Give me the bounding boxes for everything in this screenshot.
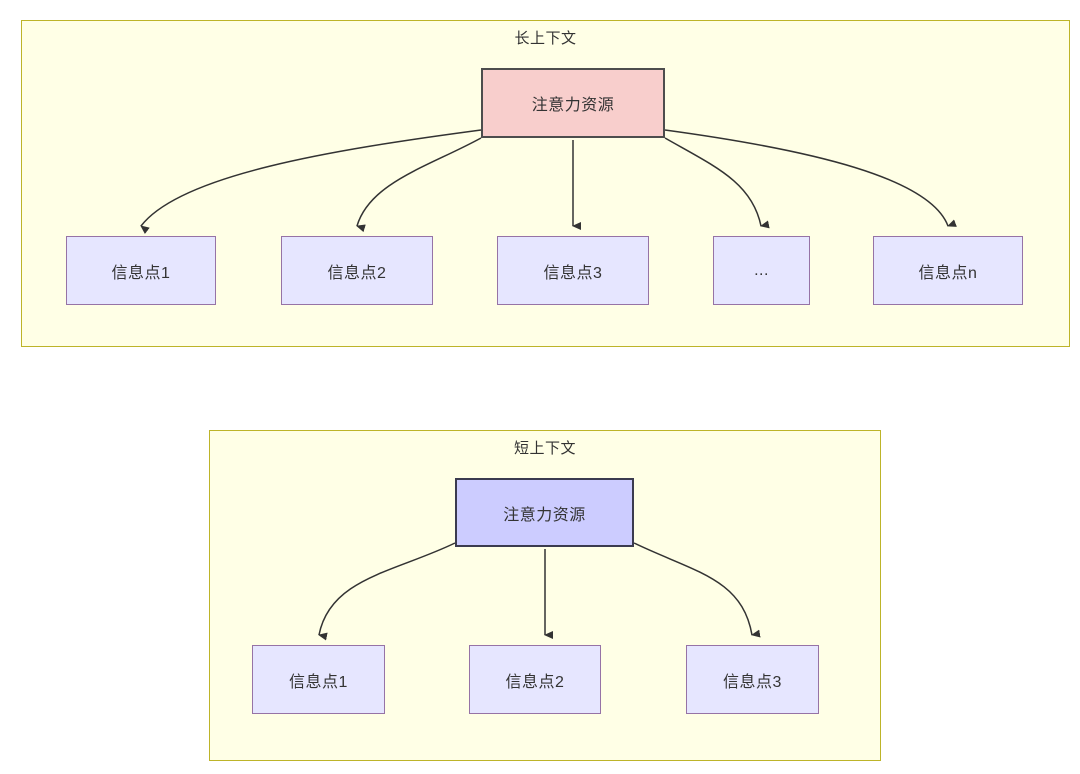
group-long-context-title: 长上下文 [514, 30, 577, 47]
node-attention-resource-short[interactable]: 注意力资源 [455, 478, 634, 547]
node-info-point-1[interactable]: 信息点1 [66, 236, 216, 305]
node-short-info-point-1[interactable]: 信息点1 [252, 645, 385, 714]
node-short-info-point-3[interactable]: 信息点3 [686, 645, 819, 714]
node-short-info-point-2[interactable]: 信息点2 [469, 645, 601, 714]
node-info-point-n[interactable]: 信息点n [873, 236, 1023, 305]
node-info-point-3[interactable]: 信息点3 [497, 236, 649, 305]
node-info-point-2[interactable]: 信息点2 [281, 236, 433, 305]
node-info-point-ellipsis[interactable]: ... [713, 236, 810, 305]
node-attention-resource-long[interactable]: 注意力资源 [481, 68, 665, 138]
group-short-context-title: 短上下文 [513, 440, 576, 457]
